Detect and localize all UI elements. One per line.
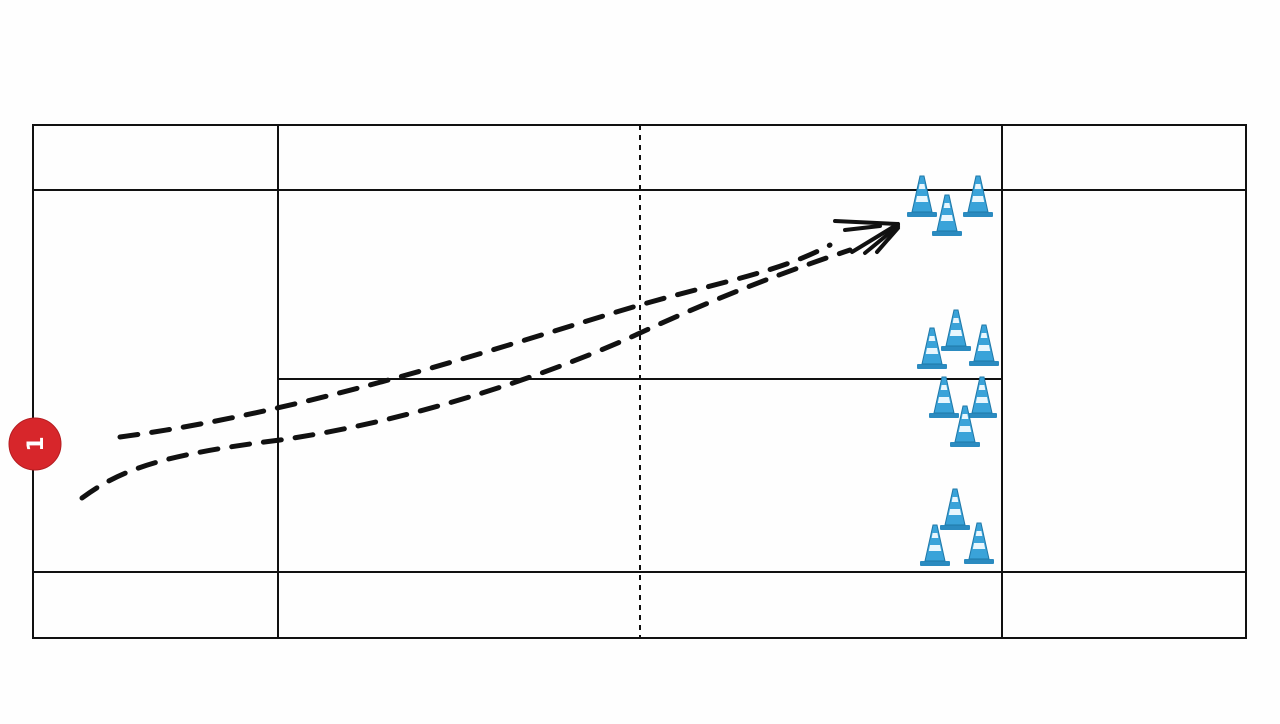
cone-icon	[928, 376, 960, 419]
cone-group-lower-middle	[928, 376, 998, 448]
movement-path-lower	[79, 247, 853, 501]
player-marker-label: 1	[24, 436, 49, 451]
cone-group-bottom	[919, 488, 995, 567]
movement-path-upper	[117, 242, 833, 440]
cone-icon	[962, 175, 994, 218]
player-marker: 1	[8, 417, 62, 471]
player-marker-circle	[8, 417, 62, 471]
cone-group-upper-middle	[916, 309, 1000, 370]
cone-icon	[966, 376, 998, 419]
cone-group-top	[906, 175, 994, 237]
cone-icon	[906, 175, 938, 218]
arrow-head	[833, 219, 900, 255]
cone-icon	[968, 324, 1000, 367]
court-outline	[32, 124, 1247, 639]
cone-icon	[940, 309, 972, 352]
cone-icon	[939, 488, 971, 531]
cone-icon	[919, 524, 951, 567]
